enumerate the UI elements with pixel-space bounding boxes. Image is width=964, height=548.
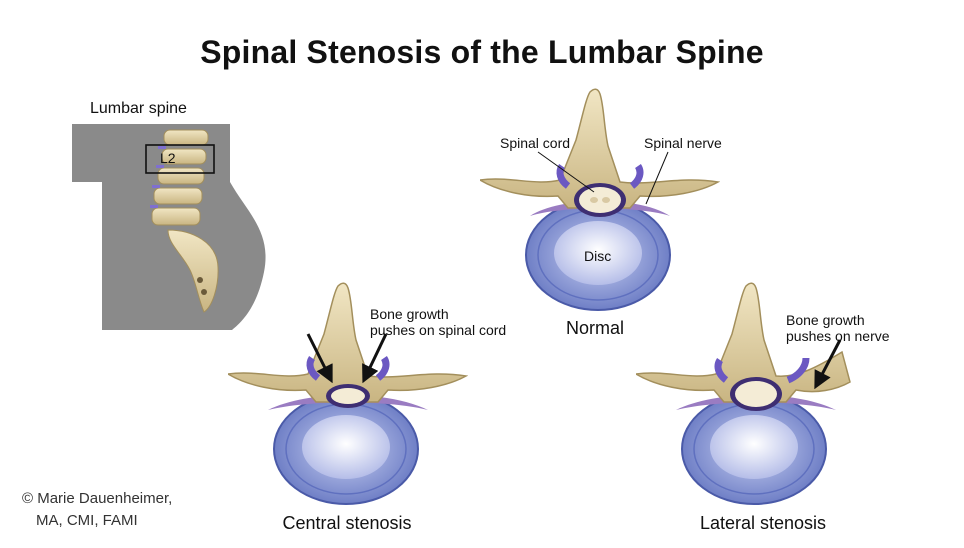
lateral-note-line2: pushes on nerve: [786, 328, 890, 344]
lateral-note-line1: Bone growth: [786, 312, 865, 328]
spinal-cord-label: Spinal cord: [500, 135, 571, 151]
arrow-lateral: [814, 339, 842, 390]
normal-vertebra: [480, 88, 720, 311]
disc-label: Disc: [584, 248, 612, 264]
disc-nucleus: [554, 221, 642, 285]
credit-line2: MA, CMI, FAMI: [36, 512, 138, 529]
spinal-cord: [579, 187, 621, 213]
vertebrae-column: [150, 129, 219, 313]
arrow-right: [362, 333, 388, 384]
l2-marker: [145, 144, 215, 174]
nerve-left: [556, 164, 571, 189]
credit-line1: © Marie Dauenheimer,: [22, 490, 173, 507]
lamina: [480, 88, 720, 209]
page-title: Spinal Stenosis of the Lumbar Spine: [200, 34, 764, 70]
nerve-right: [629, 164, 644, 189]
lumbar-spine-label: Lumbar spine: [90, 100, 187, 117]
central-stenosis-caption: Central stenosis: [282, 513, 412, 533]
copyright-credit: © Marie Dauenheimer, MA, CMI, FAMI: [22, 488, 172, 532]
l2-level-label: L2: [160, 150, 176, 166]
central-stenosis-vertebra: [228, 282, 468, 505]
spinal-nerve-label: Spinal nerve: [644, 135, 722, 151]
lateral-stenosis-caption: Lateral stenosis: [699, 513, 827, 533]
lumbar-spine-inset: [72, 124, 266, 330]
arrow-left: [306, 333, 333, 384]
normal-caption: Normal: [565, 318, 624, 338]
lateral-stenosis-vertebra: [636, 282, 851, 505]
central-note-line1: Bone growth: [370, 306, 449, 322]
central-note-line2: pushes on spinal cord: [370, 322, 507, 338]
